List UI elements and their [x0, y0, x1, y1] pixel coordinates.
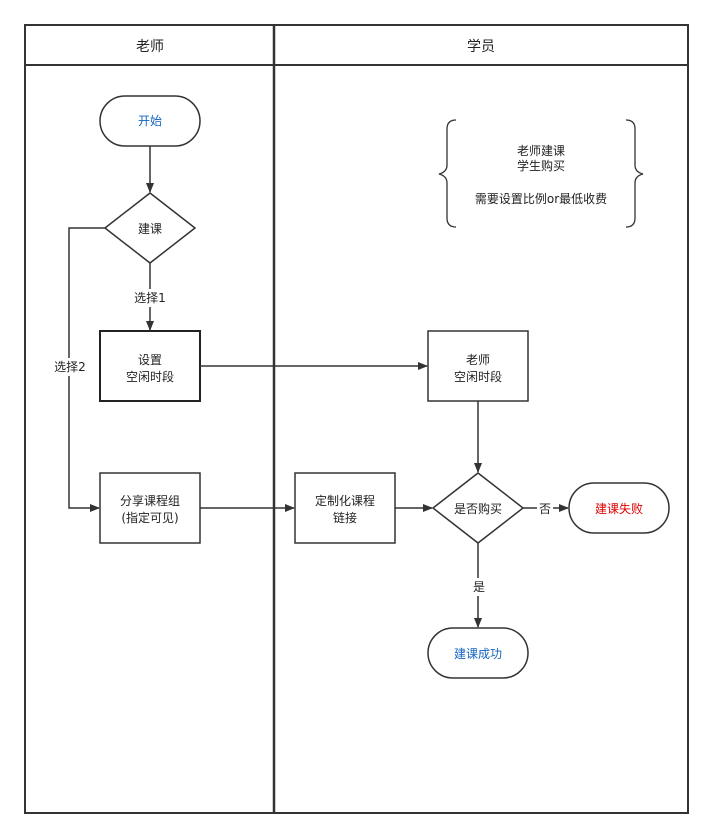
share-group-label-1: 分享课程组 — [120, 493, 180, 508]
custom-link-box[interactable] — [294, 472, 396, 544]
purchase-decision-label: 是否购买 — [454, 501, 502, 516]
share-group-box[interactable] — [99, 472, 201, 544]
edge-label-choice1: 选择1 — [134, 291, 166, 305]
note-line-1: 老师建课 — [517, 144, 565, 158]
edge-label-choice2: 选择2 — [54, 360, 86, 374]
set-free-time-label-1: 设置 — [138, 353, 162, 367]
start-node-label: 开始 — [138, 114, 162, 128]
share-group-label-2: (指定可见) — [121, 510, 178, 525]
fail-node[interactable] — [568, 482, 670, 534]
success-node[interactable] — [427, 627, 529, 679]
lane-title-student: 学员 — [467, 39, 495, 55]
edge-label-yes: 是 — [473, 580, 485, 594]
custom-link-label-2: 链接 — [333, 510, 357, 525]
note-line-2: 学生购买 — [517, 158, 565, 173]
fail-node-label: 建课失败 — [595, 501, 643, 516]
note-braces — [438, 119, 644, 228]
swimlane-frame — [24, 24, 689, 814]
set-free-time-label-2: 空闲时段 — [126, 369, 174, 384]
edge-label-no: 否 — [539, 502, 551, 516]
teacher-free-time-box[interactable] — [427, 330, 529, 402]
lane-title-teacher: 老师 — [136, 39, 164, 55]
teacher-free-time-label-2: 空闲时段 — [454, 369, 502, 384]
create-course-label: 建课 — [138, 222, 162, 236]
custom-link-label-1: 定制化课程 — [315, 493, 375, 508]
teacher-free-time-label-1: 老师 — [466, 353, 490, 367]
success-node-label: 建课成功 — [454, 647, 502, 661]
note-line-3: 需要设置比例or最低收费 — [475, 192, 607, 206]
set-free-time-box[interactable] — [99, 330, 201, 402]
